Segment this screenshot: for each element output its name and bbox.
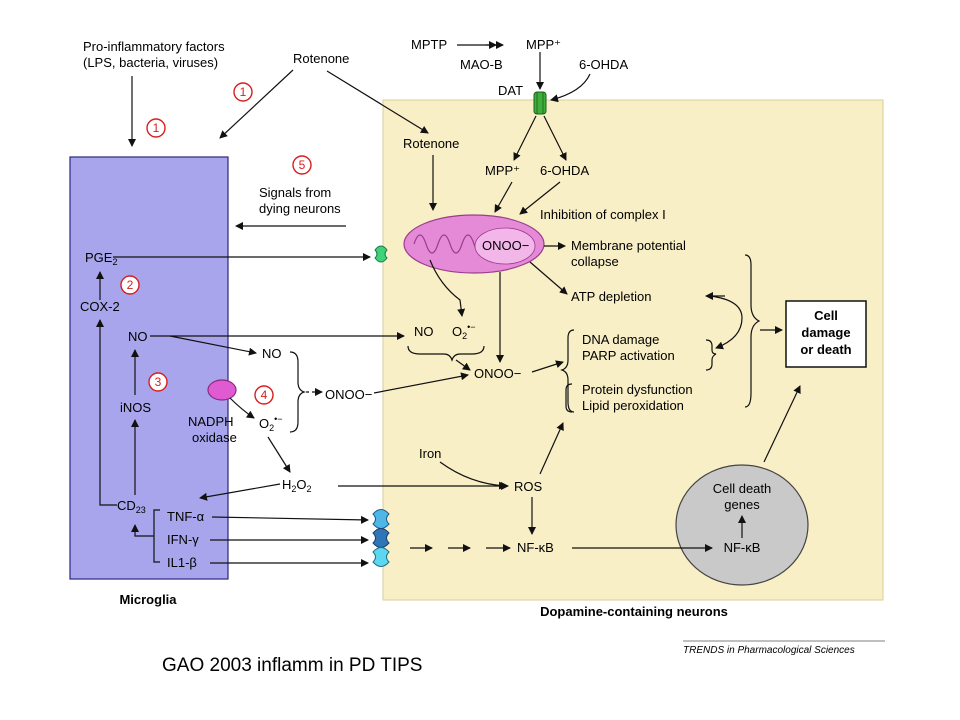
tnf-label: TNF-α: [167, 509, 205, 524]
il1-label: IL1-β: [167, 555, 197, 570]
step-marker-2: 2: [120, 275, 140, 295]
iron-label: Iron: [419, 446, 441, 461]
6ohda-inner-label: 6-OHDA: [540, 163, 589, 178]
onoo-mito-label: ONOO−: [482, 238, 529, 253]
microglia-region: [69, 156, 229, 580]
atp-label: ATP depletion: [571, 289, 651, 304]
cell-death-genes-label-2: genes: [724, 497, 760, 512]
inos-label: iNOS: [120, 400, 151, 415]
protein-dysfunction-label: Protein dysfunction: [582, 382, 693, 397]
ifn-label: IFN-γ: [167, 532, 199, 547]
onoo-neuron-label: ONOO−: [474, 366, 521, 381]
mpp-inner-label: MPP⁺: [485, 163, 520, 178]
pge2-label: PGE2: [85, 250, 117, 267]
onoo-mid-label: ONOO−: [325, 387, 372, 402]
rotenone-inner-label: Rotenone: [403, 136, 459, 151]
cytokine-receptors: [372, 509, 390, 567]
nadph-label-1: NADPH: [188, 414, 234, 429]
caption: GAO 2003 inflamm in PD TIPS: [162, 655, 423, 676]
microglia-title: Microglia: [119, 592, 177, 607]
no-microglia-label: NO: [128, 329, 148, 344]
pathway-arrows: [96, 41, 801, 567]
h2o2-label: H2O2: [282, 477, 312, 494]
o2-neuron-label: O2•−: [452, 322, 476, 341]
maob-label: MAO-B: [460, 57, 503, 72]
svg-text:2: 2: [127, 278, 134, 292]
nfkb-label-1: NF-κB: [517, 540, 554, 555]
svg-text:3: 3: [155, 375, 162, 389]
svg-text:5: 5: [299, 158, 306, 172]
cell-death-genes-label-1: Cell death: [713, 481, 772, 496]
nfkb-label-2: NF-κB: [724, 540, 761, 555]
6ohda-top-label: 6-OHDA: [579, 57, 628, 72]
cell-damage-label-1: Cell: [814, 308, 838, 323]
cell-damage-label-2: damage: [801, 325, 850, 340]
cd23-label: CD23: [117, 498, 146, 515]
step-marker-3: 3: [148, 372, 168, 392]
cell-damage-label-3: or death: [800, 342, 851, 357]
no-mid-label: NO: [262, 346, 282, 361]
cell-damage-box: [785, 300, 867, 368]
svg-text:4: 4: [261, 388, 268, 402]
step-marker-4: 4: [254, 385, 274, 405]
membrane-label-2: collapse: [571, 254, 619, 269]
dna-damage-label: DNA damage: [582, 332, 659, 347]
lipid-label: Lipid peroxidation: [582, 398, 684, 413]
signals-label-1: Signals from: [259, 185, 331, 200]
inhibition-label: Inhibition of complex I: [540, 207, 666, 222]
pro-inflammatory-label-2: (LPS, bacteria, viruses): [83, 55, 218, 70]
step-marker-5: 5: [292, 155, 312, 175]
rotenone-top-label: Rotenone: [293, 51, 349, 66]
pge2-receptor: [374, 245, 388, 263]
nadph-label-2: oxidase: [192, 430, 237, 445]
step-marker-1a: 1: [233, 82, 253, 102]
dat-channel: [533, 91, 547, 115]
dat-label: DAT: [498, 83, 523, 98]
parp-label: PARP activation: [582, 348, 675, 363]
o2-mid-label: O2•−: [259, 414, 283, 433]
mptp-label: MPTP: [411, 37, 447, 52]
no-neuron-label: NO: [414, 324, 434, 339]
cox2-label: COX-2: [80, 299, 120, 314]
neurons-title: Dopamine-containing neurons: [540, 604, 728, 619]
pro-inflammatory-label-1: Pro-inflammatory factors: [83, 39, 225, 54]
mitochondrion: [403, 214, 545, 274]
source-label: TRENDS in Pharmacological Sciences: [683, 645, 855, 656]
svg-text:1: 1: [240, 85, 247, 99]
step-marker-1b: 1: [146, 118, 166, 138]
signals-label-2: dying neurons: [259, 201, 341, 216]
ros-label: ROS: [514, 479, 543, 494]
nadph-oxidase: [207, 379, 237, 401]
membrane-label-1: Membrane potential: [571, 238, 686, 253]
mpp-top-label: MPP⁺: [526, 37, 561, 52]
svg-text:1: 1: [153, 121, 160, 135]
